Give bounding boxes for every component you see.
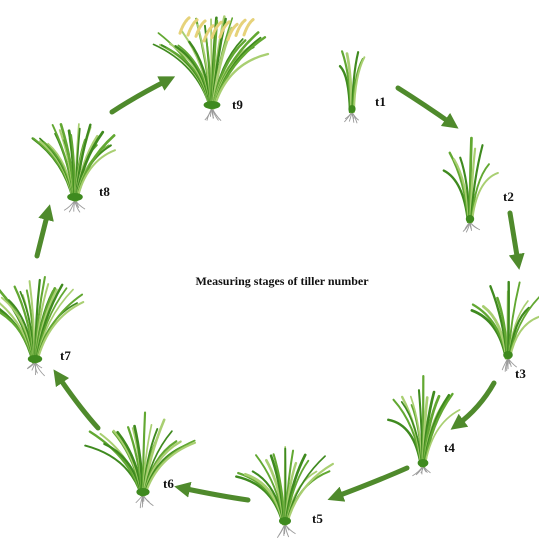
rice-plant-icon: [84, 411, 197, 509]
arrow-t7-t8: [34, 204, 54, 259]
stage-label-t4: t4: [444, 440, 455, 455]
plant-illustrations: [0, 15, 539, 539]
stage-label-t8: t8: [99, 184, 110, 199]
stage-label-t9: t9: [232, 97, 243, 112]
stage-label-t3: t3: [515, 366, 526, 381]
rice-plant-icon: [470, 280, 539, 372]
rice-seedling-icon: [338, 50, 366, 124]
grain-panicle: [234, 18, 248, 38]
leaf-blade: [212, 52, 270, 110]
rice-plant-icon: [387, 375, 461, 477]
arrow-t3-t4: [450, 380, 497, 430]
stage-label-t7: t7: [60, 348, 71, 363]
rice-plant-icon: [442, 136, 499, 233]
grain-panicle: [226, 22, 240, 42]
arrow-t4-t5: [327, 465, 410, 502]
leaf-blade: [509, 315, 539, 359]
grain-panicle: [218, 19, 232, 39]
plant-base: [348, 105, 356, 113]
leaf-blade: [143, 441, 197, 497]
plant-base: [203, 101, 221, 109]
plant-base: [27, 355, 43, 363]
root-line: [351, 111, 358, 124]
arrow-t5-t6: [174, 481, 251, 503]
root-line: [412, 465, 424, 477]
stage-label-t2: t2: [503, 189, 514, 204]
grain-panicle: [242, 17, 256, 37]
plant-base: [67, 193, 83, 201]
arrow-t8-t9: [109, 76, 176, 115]
stage-label-t5: t5: [312, 511, 323, 526]
root-line: [34, 361, 45, 377]
arrow-t6-t7: [53, 369, 101, 431]
grain-panicle: [194, 18, 208, 38]
grain-panicle: [178, 15, 192, 35]
rice-ripe-plant-icon: [152, 15, 270, 122]
root-line: [284, 523, 290, 538]
root-line: [142, 494, 154, 507]
plant-base: [136, 488, 150, 496]
stage-labels: t1 t2 t3 t4 t5 t6 t7 t8 t9: [60, 94, 526, 526]
rice-plant-icon: [235, 445, 334, 539]
grain-panicle: [186, 17, 200, 37]
stage-label-t6: t6: [163, 476, 174, 491]
grain-panicle: [210, 20, 224, 40]
plant-base: [503, 351, 513, 359]
plant-base: [279, 517, 291, 525]
leaf-blade: [35, 301, 85, 364]
arrow-t1-t2: [395, 85, 459, 129]
leaf-blade: [471, 172, 499, 223]
grain-panicle: [202, 23, 216, 43]
plant-base: [465, 215, 475, 223]
arrow-t2-t3: [507, 210, 525, 270]
cycle-arrows: [34, 76, 525, 503]
diagram-title: Measuring stages of tiller number: [195, 274, 369, 288]
plant-base: [417, 459, 429, 467]
leaf-blade: [76, 149, 117, 201]
rice-plant-icon: [0, 275, 85, 377]
stage-label-t1: t1: [375, 94, 386, 109]
leaf-blade: [285, 462, 334, 526]
leaf-blade: [424, 409, 461, 467]
rice-plant-icon: [31, 123, 117, 213]
